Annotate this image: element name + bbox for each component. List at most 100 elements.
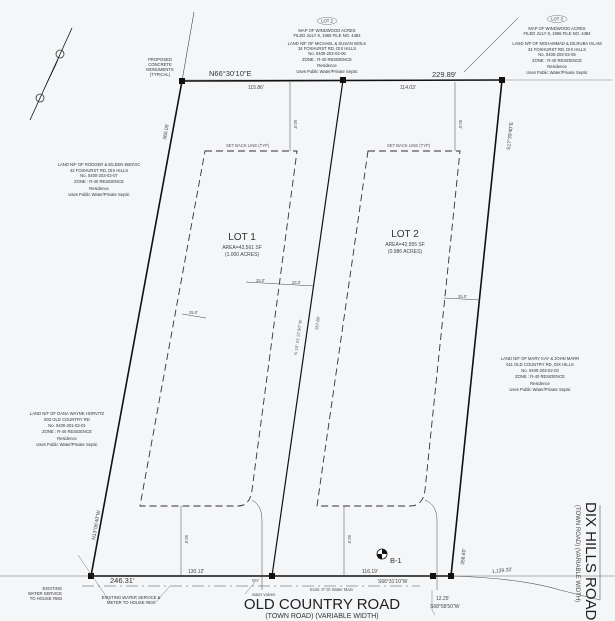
- svg-text:Uses Public Water/Private Sept: Uses Public Water/Private Septic: [36, 442, 97, 447]
- svg-text:42 FOXHURST RD, DIX HILLS: 42 FOXHURST RD, DIX HILLS: [70, 168, 128, 173]
- south-bearing: S66°31'10"W: [378, 579, 408, 585]
- middle-distance: 357.80': [314, 316, 321, 330]
- svg-text:LAND N/F OF DANA WAYNE HORVITZ: LAND N/F OF DANA WAYNE HORVITZ: [30, 411, 105, 416]
- svg-text:ZONE : R-40 RESIDENCE: ZONE : R-40 RESIDENCE: [532, 58, 582, 63]
- north-lot2-distance: 114.03': [400, 85, 416, 91]
- setback-dim: 50.0': [347, 535, 352, 544]
- svg-text:Uses Public Water/Private Sept: Uses Public Water/Private Septic: [509, 387, 570, 392]
- svg-text:611 OLD COUNTRY RD, DIX HILLS: 611 OLD COUNTRY RD, DIX HILLS: [506, 362, 574, 367]
- east-distance: 358.60': [460, 548, 468, 565]
- water-service-583-note: EXISTING WATER SERVICE TO HOUSE #583: [28, 586, 63, 601]
- east-bearing: S17°39'40"E: [506, 121, 515, 150]
- svg-text:WATER SERVICE: WATER SERVICE: [28, 591, 62, 596]
- svg-text:PROPOSED: PROPOSED: [148, 57, 172, 62]
- water-service-603-note: EXISTING WATER SERVICE & METER TO HOUSE …: [102, 595, 161, 605]
- svg-text:ZONE : R-40 RESIDENCE: ZONE : R-40 RESIDENCE: [74, 179, 124, 184]
- setback-dim: 25.0': [189, 310, 198, 315]
- setback-dim: 50.0': [184, 535, 189, 544]
- water-valves-label: water valves: [252, 592, 275, 597]
- setback-dim: 25.0': [256, 278, 265, 283]
- dix-hills-road-label: DIX HILLS ROAD: [582, 502, 599, 621]
- svg-text:No. 0400-203-02-05: No. 0400-203-02-05: [538, 52, 576, 57]
- svg-text:603 OLD COUNTRY RD: 603 OLD COUNTRY RD: [44, 417, 90, 422]
- monuments: [88, 77, 505, 579]
- svg-text:Uses Public Water/Private Sept: Uses Public Water/Private Septic: [68, 192, 129, 197]
- svg-text:(0.986 ACRES): (0.986 ACRES): [388, 249, 423, 255]
- water-main-label: Exist. 8" DI Water Main: [310, 587, 354, 592]
- setback-dim: 50.0': [458, 120, 463, 129]
- svg-text:Residence: Residence: [89, 186, 109, 191]
- neighbor-marr: LAND N/F OF MARY KAY & JOHN MARR 611 OLD…: [501, 356, 579, 392]
- lot-2: LOT 2 AREA=42,955 SF (0.986 ACRES): [385, 229, 425, 255]
- west-bearing: N13°06'40"W: [91, 510, 102, 541]
- svg-text:TO HOUSE #583: TO HOUSE #583: [30, 596, 63, 601]
- svg-text:Residence: Residence: [57, 436, 77, 441]
- svg-text:LAND N/F OF MOHAMMAD & DILRUBA: LAND N/F OF MOHAMMAD & DILRUBA ISLAM: [512, 41, 602, 46]
- svg-text:EXISTING: EXISTING: [42, 586, 62, 591]
- svg-text:EXISTING WATER SERVICE &: EXISTING WATER SERVICE &: [102, 595, 161, 600]
- old-country-road-sub: (TOWN ROAD) (VARIABLE WIDTH): [265, 613, 378, 620]
- svg-text:34 FOXHURST RD, DIX HILLS: 34 FOXHURST RD, DIX HILLS: [528, 47, 586, 52]
- svg-text:MONUMENTS: MONUMENTS: [146, 67, 174, 72]
- setback-dim: 50.0': [293, 120, 298, 129]
- svg-text:METER TO HOUSE #603: METER TO HOUSE #603: [107, 600, 156, 605]
- svg-text:ZONE : R-40 RESIDENCE: ZONE : R-40 RESIDENCE: [302, 57, 352, 62]
- svg-text:(1.000 ACRES): (1.000 ACRES): [225, 252, 260, 258]
- svg-text:No. 0400-203-02-07: No. 0400-203-02-07: [80, 173, 118, 178]
- neighbor-lot3: LOT 3 MAP OF WINDWOOD ACRES FILED JULY 8…: [512, 15, 602, 75]
- svg-text:LOT 1: LOT 1: [228, 232, 256, 243]
- dix-hills-road-sub: (TOWN ROAD) (VARIABLE WIDTH): [574, 505, 580, 602]
- south-lot2-distance: 116.19': [362, 569, 378, 575]
- svg-text:ZONE : R-40 RESIDENCE: ZONE : R-40 RESIDENCE: [42, 429, 92, 434]
- lot-1: LOT 1 AREA=43,561 SF (1.000 ACRES): [222, 232, 262, 258]
- svg-text:Residence: Residence: [530, 381, 550, 386]
- neighbor-ebovic: LAND N/F OF RODGER & EILEEN EBOVIC 42 FO…: [58, 162, 141, 197]
- svg-text:LOT 2: LOT 2: [391, 229, 419, 240]
- setback-lines: [139, 150, 461, 507]
- svg-text:Residence: Residence: [547, 64, 567, 69]
- middle-bearing: N 15° 21' 27.60" W: [293, 319, 303, 355]
- svg-text:No. 0400-203-02-03: No. 0400-203-02-03: [521, 368, 559, 373]
- neighbor-horvitz: LAND N/F OF DANA WAYNE HORVITZ 603 OLD C…: [30, 411, 105, 447]
- svg-text:AREA=42,955 SF: AREA=42,955 SF: [385, 242, 425, 248]
- wv-label: WV: [252, 578, 259, 583]
- south-total-distance: 246.31': [110, 576, 135, 585]
- svg-text:FILED JULY 8, 1965 FILE NO. 44: FILED JULY 8, 1965 FILE NO. 4484: [293, 33, 361, 38]
- boring-marker-icon: [376, 548, 388, 560]
- svg-text:LOT 2: LOT 2: [321, 19, 333, 24]
- boring-label: B-1: [390, 556, 402, 565]
- svg-text:LAND N/F OF MICHAEL & SUSAN WO: LAND N/F OF MICHAEL & SUSAN WOLK: [288, 41, 367, 46]
- svg-text:FILED JULY 8, 1965 FILE NO. 44: FILED JULY 8, 1965 FILE NO. 4484: [523, 31, 591, 36]
- svg-text:No. 0400-201-02-01: No. 0400-201-02-01: [48, 423, 86, 428]
- svg-text:Residence: Residence: [317, 63, 337, 68]
- svg-text:ZONE : R-40 RESIDENCE: ZONE : R-40 RESIDENCE: [515, 374, 565, 379]
- svg-text:CONCRETE: CONCRETE: [148, 62, 172, 67]
- north-lot1-distance: 115.86': [248, 85, 264, 91]
- setback-label: SET BACK LINE (TYP): [387, 143, 431, 148]
- south-small-distance: 12.25': [436, 596, 450, 602]
- south-small-bearing: S68°58'50"W: [430, 604, 460, 610]
- svg-text:LOT 3: LOT 3: [551, 17, 563, 22]
- north-total-distance: 229.89': [432, 70, 457, 79]
- tie-line: [463, 17, 519, 73]
- north-arrow-icon: [29, 27, 73, 121]
- svg-text:LAND N/F OF RODGER & EILEEN EB: LAND N/F OF RODGER & EILEEN EBOVIC: [58, 162, 141, 167]
- neighbor-lot2: LOT 2 MAP OF WINDWOOD ACRES FILED JULY 8…: [288, 17, 367, 74]
- svg-text:34 FOXHURST RD, DIX HILLS: 34 FOXHURST RD, DIX HILLS: [298, 46, 356, 51]
- monument-note: PROPOSED CONCRETE MONUMENTS (TYPICAL): [146, 57, 174, 77]
- svg-text:No. 0400-203-02-06: No. 0400-203-02-06: [308, 51, 346, 56]
- svg-text:MAP OF WINDWOOD ACRES: MAP OF WINDWOOD ACRES: [298, 28, 355, 33]
- north-bearing: N66°30'10"E: [209, 69, 252, 78]
- svg-text:LAND N/F OF MARY KAY & JOHN MA: LAND N/F OF MARY KAY & JOHN MARR: [501, 356, 579, 361]
- svg-text:MAP OF WINDWOOD ACRES: MAP OF WINDWOOD ACRES: [528, 26, 585, 31]
- svg-text:Uses Public Water/Private Sept: Uses Public Water/Private Septic: [296, 69, 357, 74]
- svg-text:(TYPICAL): (TYPICAL): [150, 72, 171, 77]
- old-country-road-label: OLD COUNTRY ROAD: [244, 596, 400, 613]
- setback-dim: 25.0': [292, 280, 301, 285]
- dix-hills-distance: 1,129.32': [492, 567, 513, 575]
- south-lot1-distance: 130.12': [188, 569, 204, 575]
- tie-line: [181, 11, 195, 82]
- setback-dim: 25.0': [458, 294, 467, 299]
